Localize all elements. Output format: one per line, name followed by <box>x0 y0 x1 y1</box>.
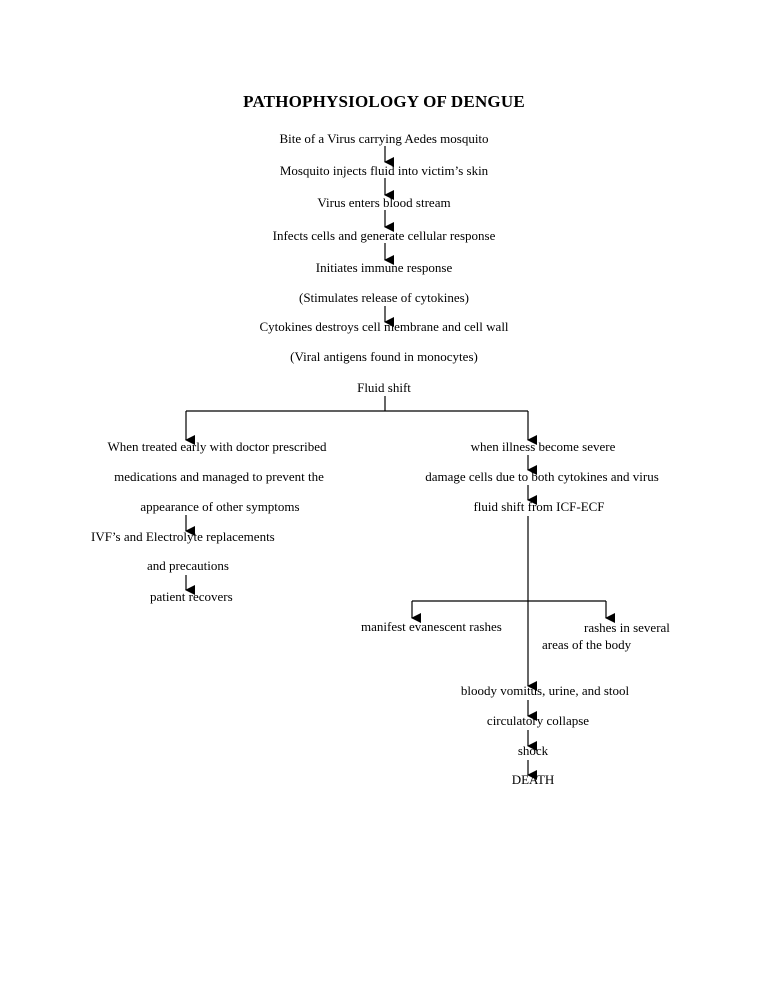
step-viral-antigens: (Viral antigens found in monocytes) <box>290 349 478 364</box>
right-branch-rashes-right: rashes in several areas of the body <box>542 620 670 652</box>
step-cytokines-release: (Stimulates release of cytokines) <box>298 290 470 305</box>
step-immune: Initiates immune response <box>315 260 453 275</box>
right-branch-death: DEATH <box>511 772 555 787</box>
left-branch-line2: medications and managed to prevent the <box>114 469 324 484</box>
right-branch-severe: when illness become severe <box>470 439 616 454</box>
left-branch-ivf: IVF’s and Electrolyte replacements <box>91 529 275 544</box>
step-bite: Bite of a Virus carrying Aedes mosquito <box>279 131 489 146</box>
right-branch-vomitus: bloody vomitus, urine, and stool <box>460 683 630 698</box>
right-branch-shock: shock <box>517 743 549 758</box>
left-branch-line1: When treated early with doctor prescribe… <box>107 439 327 454</box>
left-branch-recovers: patient recovers <box>150 589 233 604</box>
right-branch-damage: damage cells due to both cytokines and v… <box>425 469 659 484</box>
step-infects: Infects cells and generate cellular resp… <box>272 228 496 243</box>
right-branch-rashes-left: manifest evanescent rashes <box>361 619 502 634</box>
step-enters: Virus enters blood stream <box>317 195 451 210</box>
step-cytokines-destroy: Cytokines destroys cell membrane and cel… <box>259 319 509 334</box>
left-branch-precautions: and precautions <box>147 558 229 573</box>
diagram-title: PATHOPHYSIOLOGY OF DENGUE <box>243 92 525 111</box>
step-inject: Mosquito injects fluid into victim’s ski… <box>279 163 489 178</box>
right-branch-icf-ecf: fluid shift from ICF-ECF <box>473 499 605 514</box>
step-fluid-shift: Fluid shift <box>357 380 411 395</box>
right-branch-collapse: circulatory collapse <box>486 713 590 728</box>
left-branch-line3: appearance of other symptoms <box>140 499 300 514</box>
